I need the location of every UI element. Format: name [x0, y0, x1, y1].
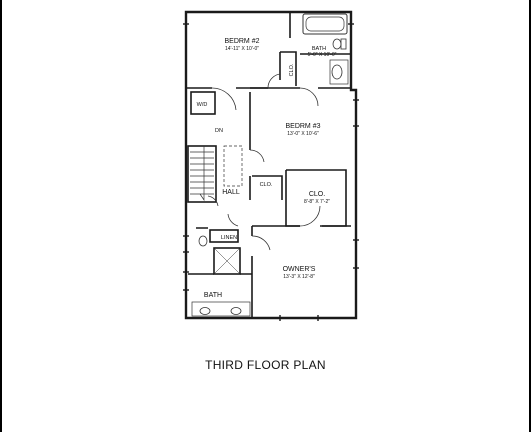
large-closet-dims: 8'-8" X 7'-2"	[304, 199, 330, 205]
upper-bath-name: BATH	[312, 46, 326, 52]
stair	[187, 145, 217, 203]
hall-label: HALL	[222, 189, 240, 196]
hall-closet-label: CLO.	[260, 182, 273, 188]
lower-toilet	[198, 235, 208, 247]
page-border-right	[529, 0, 531, 432]
lower-bath-walls	[188, 227, 252, 275]
stair-treads	[190, 146, 214, 202]
wd-label: W/D	[197, 102, 208, 108]
plan-title: THIRD FLOOR PLAN	[205, 358, 326, 372]
upper-bathtub	[302, 13, 348, 35]
window-marks	[183, 23, 359, 321]
down-label: DN	[215, 128, 223, 134]
linen-closet	[209, 229, 239, 243]
upper-closet-label: CLO.	[289, 63, 295, 76]
door-swings	[207, 73, 321, 251]
page-border-left	[0, 0, 2, 432]
upper-sink	[331, 64, 343, 80]
upper-bath-dims: 5'-0" X 10'-0"	[308, 52, 337, 58]
lower-sink-right	[230, 307, 242, 315]
upper-toilet	[332, 38, 342, 50]
bedroom2-dims: 14'-11" X 10'-0"	[225, 46, 259, 52]
owners-dims: 13'-3" X 12'-8"	[283, 274, 315, 280]
lower-bath-label: BATH	[204, 292, 222, 299]
linen-label: LINEN	[221, 235, 237, 241]
lower-sink-left	[199, 307, 211, 315]
stair-opening	[223, 145, 243, 187]
upper-closet-walls	[279, 51, 297, 86]
bedroom3-dims: 13'-0" X 10'-6"	[287, 131, 319, 137]
shower	[213, 247, 241, 275]
hall-closet-walls	[252, 175, 283, 200]
wd-closet	[190, 91, 216, 115]
large-closet-name: CLO.	[309, 191, 325, 198]
exterior-wall	[184, 10, 358, 320]
bedroom3-name: BEDRM #3	[285, 123, 320, 130]
bedroom2-name: BEDRM #2	[224, 38, 259, 45]
owners-name: OWNER'S	[283, 266, 316, 273]
